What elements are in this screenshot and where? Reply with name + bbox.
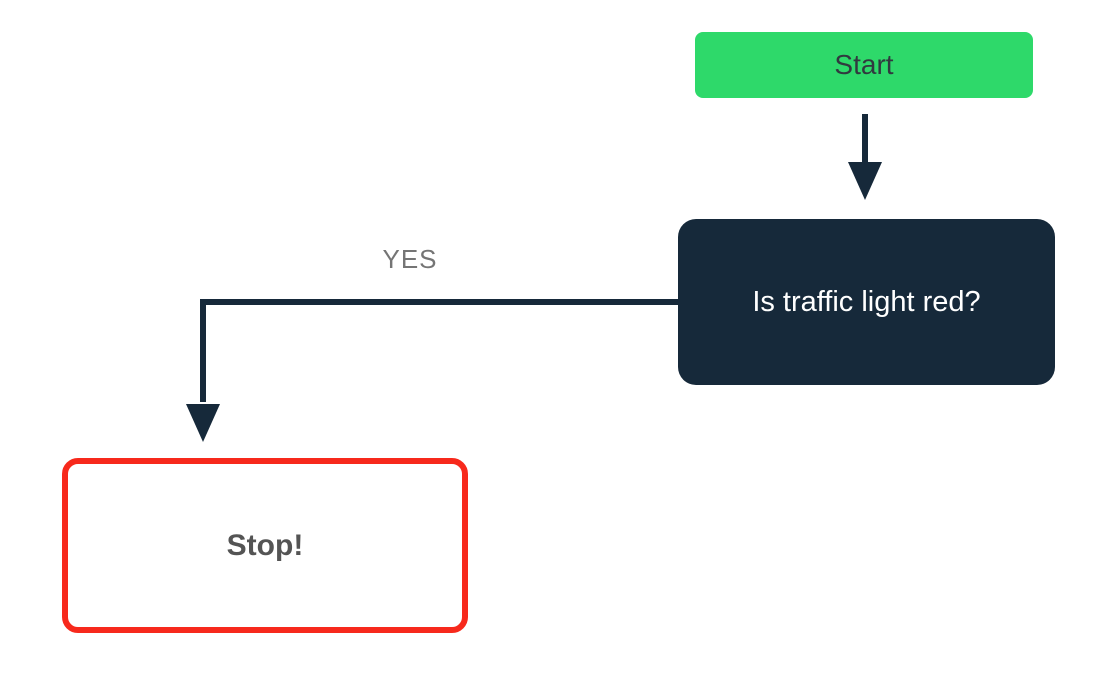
edge-label-yes: YES (382, 244, 438, 274)
arrowhead-down-icon (186, 404, 220, 442)
start-node-label: Start (834, 49, 894, 80)
connector-start-to-decision (862, 114, 868, 164)
connector-decision-vertical (200, 299, 206, 402)
stop-node-label: Stop! (226, 528, 304, 562)
flowchart-node-start: Start (695, 32, 1033, 98)
flowchart-node-decision: Is traffic light red? (678, 219, 1055, 385)
connector-decision-horizontal (203, 299, 678, 305)
flowchart-node-stop: Stop! (62, 458, 468, 633)
arrowhead-down-icon (848, 162, 882, 200)
decision-node-label: Is traffic light red? (752, 285, 981, 318)
